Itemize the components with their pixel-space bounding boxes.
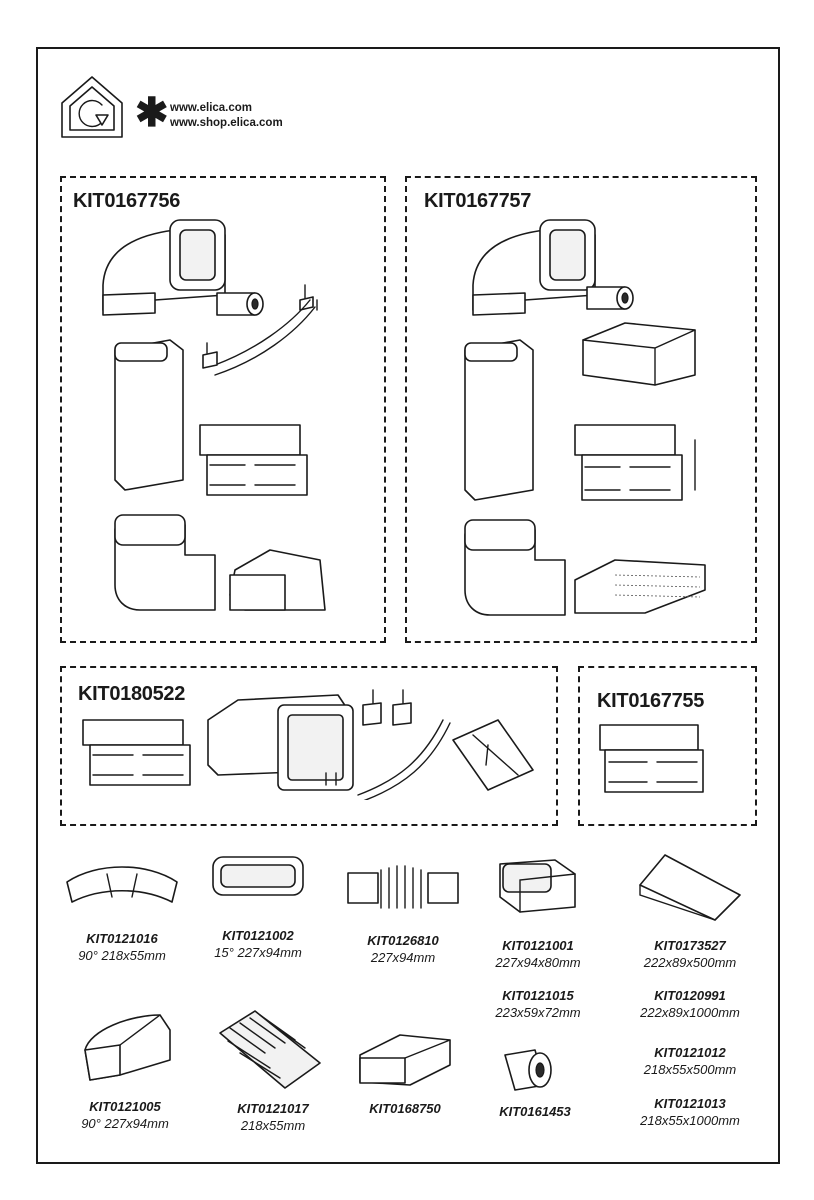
part-code: KIT0121015 [502,988,574,1003]
page-frame [36,47,780,1164]
part-code: KIT0173527 [654,938,726,953]
part-code: KIT0126810 [367,933,439,948]
elbow-90-flat-icon [66,866,178,903]
part-code: KIT0161453 [499,1104,571,1119]
part-code: KIT0121013 [654,1096,726,1111]
kit-title-2: KIT0167757 [424,190,532,212]
flat-duct-500-icon [639,854,741,921]
part-dim: 218x55mm [240,1118,306,1133]
part-code: KIT0120991 [654,988,726,1003]
part-label-5: KIT0121015 223x59x72mm [478,987,598,1021]
part-dim: 227x94mm [370,950,436,965]
flexible-connector-icon [347,865,459,909]
part-dim: 218x55x1000mm [640,1113,740,1128]
shop-link[interactable]: www.shop.elica.com [170,117,283,129]
part-code: KIT0121016 [86,931,158,946]
part-label-12: KIT0168750 [340,1100,470,1117]
part-label-13: KIT0161453 [475,1103,595,1120]
part-label-11: KIT0121017 218x55mm [208,1100,338,1134]
part-code: KIT0121012 [654,1045,726,1060]
part-dim: 90° 218x55mm [78,948,166,963]
kit-title-3: KIT0180522 [78,683,186,705]
valve-ring-icon [504,1049,552,1091]
kit-box-4 [578,666,757,826]
part-code: KIT0168750 [369,1101,441,1116]
asterisk-icon: ✱ [135,91,169,135]
part-code: KIT0121001 [502,938,574,953]
part-label-2: KIT0121002 15° 227x94mm [198,927,318,961]
part-label-3: KIT0126810 227x94mm [343,932,463,966]
part-dim: 227x94x80mm [495,955,581,970]
flexible-hose-icon [219,1010,321,1089]
part-label-9: KIT0121013 218x55x1000mm [625,1095,755,1129]
part-label-1: KIT0121016 90° 218x55mm [62,930,182,964]
part-dim: 222x89x1000mm [640,1005,740,1020]
part-label-7: KIT0120991 222x89x1000mm [625,987,755,1021]
part-dim: 15° 227x94mm [214,945,302,960]
part-label-10: KIT0121005 90° 227x94mm [60,1098,190,1132]
kit-1-parts-illustration [102,219,326,611]
kit-2-parts-illustration [464,219,706,616]
part-label-4: KIT0121001 227x94x80mm [478,937,598,971]
kit-4-parts-illustration [599,724,704,793]
kit-3-parts-illustration [82,689,534,800]
part-code: KIT0121002 [222,928,294,943]
part-code: KIT0121005 [89,1099,161,1114]
kit-title-4: KIT0167755 [597,690,705,712]
part-dim: 222x89x500mm [643,955,737,970]
part-dim: 218x55x500mm [643,1062,737,1077]
elbow-15-icon [212,856,304,896]
kit-box-2 [405,176,757,643]
reduction-connector-icon [359,1034,451,1086]
part-code: KIT0121017 [237,1101,309,1116]
house-recycle-icon [61,76,123,138]
part-dim: 223x59x72mm [495,1005,581,1020]
part-label-8: KIT0121012 218x55x500mm [625,1044,755,1078]
part-dim: 90° 227x94mm [81,1116,169,1131]
kit-box-1 [60,176,386,643]
website-link[interactable]: www.elica.com [170,102,253,114]
kit-box-3 [60,666,558,826]
wall-connector-icon [499,859,576,913]
kit-title-1: KIT0167756 [73,190,181,212]
part-label-6: KIT0173527 222x89x500mm [625,937,755,971]
elbow-90-vertical-icon [84,1014,171,1081]
